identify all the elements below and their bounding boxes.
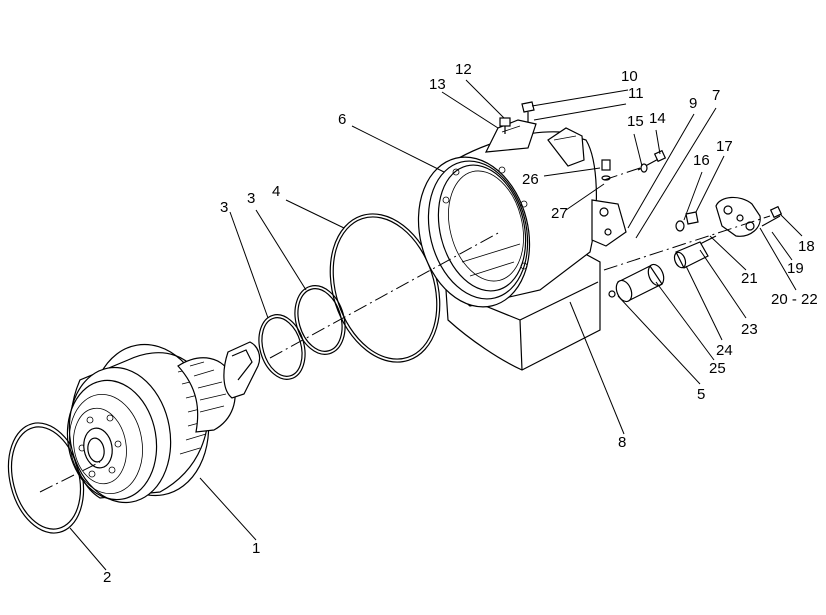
callout-4: 4 xyxy=(272,183,280,200)
callout-21: 21 xyxy=(741,270,758,287)
callout-15: 15 xyxy=(627,113,644,130)
part-21-pin xyxy=(699,235,717,245)
part-1-torque-converter xyxy=(66,341,261,504)
callout-11: 11 xyxy=(628,85,644,102)
callout-18: 18 xyxy=(798,238,815,255)
callout-17: 17 xyxy=(716,138,733,155)
callout-16: 16 xyxy=(693,152,710,169)
callout-8: 8 xyxy=(618,434,626,451)
callout-26: 26 xyxy=(522,171,539,188)
part-6-housing xyxy=(417,119,627,371)
part-3-ring-a xyxy=(258,314,306,380)
callout-5: 5 xyxy=(697,386,705,403)
callout-labels: 1 2 3 3 4 5 6 7 8 9 10 11 12 13 14 15 16… xyxy=(103,61,818,586)
part-23-24-element xyxy=(673,241,709,269)
callout-24: 24 xyxy=(716,342,733,359)
callout-9: 9 xyxy=(689,95,697,112)
callout-27: 27 xyxy=(551,205,568,222)
part-12-13-bolt xyxy=(499,117,511,134)
part-14-15-bolt xyxy=(637,149,667,173)
part-18-19-bolt xyxy=(761,205,783,227)
callout-7: 7 xyxy=(712,87,720,104)
callout-13: 13 xyxy=(429,76,446,93)
callout-20-22: 20 - 22 xyxy=(771,291,818,308)
part-24-25-cartridge xyxy=(608,263,665,303)
callout-19: 19 xyxy=(787,260,804,277)
part-10-11-bolt xyxy=(521,101,535,122)
assembly-centerline xyxy=(39,167,771,493)
callout-6: 6 xyxy=(338,111,346,128)
part-26-27-plug xyxy=(601,159,611,181)
callout-12: 12 xyxy=(455,61,472,78)
leader-lines xyxy=(69,79,803,571)
part-3-ring-b xyxy=(294,285,346,355)
part-20-22-cover-plate xyxy=(715,196,761,237)
callout-3a: 3 xyxy=(220,199,228,216)
callout-3b: 3 xyxy=(247,190,255,207)
callout-23: 23 xyxy=(741,321,758,338)
part-16-17-fitting xyxy=(675,211,699,232)
callout-1: 1 xyxy=(252,540,260,557)
callout-2: 2 xyxy=(103,569,111,586)
callout-14: 14 xyxy=(649,110,666,127)
callout-25: 25 xyxy=(709,360,726,377)
callout-10: 10 xyxy=(621,68,638,85)
